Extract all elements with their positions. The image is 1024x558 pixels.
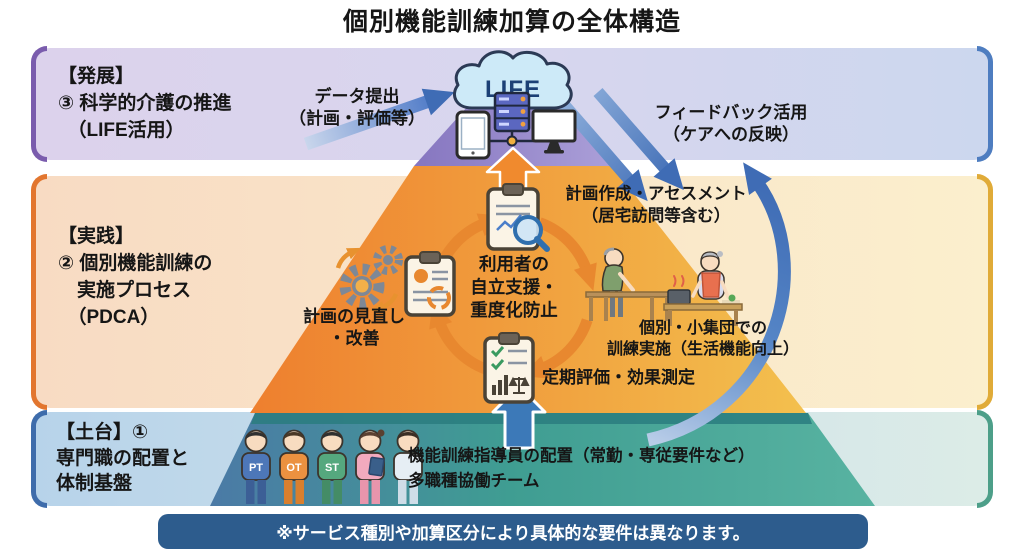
foundation-heading: 【土台】① 専門職の配置と 体制基盤 [56, 422, 190, 495]
data-submission-label: データ提出 （計画・評価等） [289, 87, 425, 129]
foundation-left-bracket [31, 410, 47, 508]
development-heading: 【発展】 ③ 科学的介護の推進 （LIFE活用） [58, 66, 232, 141]
training-label: 個別・小集団での 訓練実施（生活機能向上） [606, 320, 799, 359]
development-left-bracket [31, 46, 47, 162]
foundation-right-bracket [977, 410, 993, 508]
footer-note-bar: ※サービス種別や加算区分により具体的な要件は異なります。 [158, 514, 868, 549]
evaluation-label: 定期評価・効果測定 [542, 368, 695, 387]
page-title: 個別機能訓練加算の全体構造 [342, 8, 681, 36]
practice-heading: 【実践】 ② 個別機能訓練の 実施プロセス （PDCA） [58, 226, 213, 328]
plan-label: 計画作成・アセスメント （居宅訪問等含む） [565, 185, 747, 225]
practice-left-bracket [31, 174, 47, 410]
feedback-label: フィードバック活用 （ケアへの反映） [654, 103, 808, 145]
development-right-bracket [977, 46, 993, 162]
review-label: 計画の見直し ・改善 [303, 307, 405, 349]
footer-note: ※サービス種別や加算区分により具体的な要件は異なります。 [276, 524, 750, 543]
goal-label: 利用者の 自立支援・ 重度化防止 [470, 254, 558, 320]
staffing-label: 機能訓練指導員の配置（常勤・専従要件など） 多職種協働チーム [408, 447, 755, 490]
practice-right-bracket [977, 174, 993, 410]
